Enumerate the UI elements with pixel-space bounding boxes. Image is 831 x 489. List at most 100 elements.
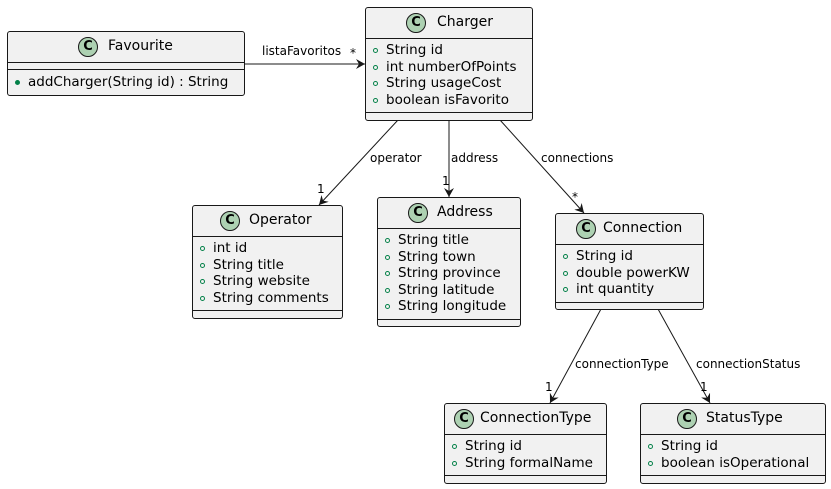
- public-field-icon: [563, 254, 568, 259]
- class-stereotype-icon: C: [408, 203, 428, 223]
- public-field-icon: [373, 97, 378, 103]
- field-row: String town: [378, 249, 520, 266]
- class-fields: String id String formalName: [445, 435, 606, 476]
- edge-charger-connection: [499, 119, 585, 214]
- field-row: boolean isFavorito: [366, 92, 532, 109]
- field-row: String id: [366, 42, 532, 59]
- public-field-icon: [385, 254, 390, 260]
- class-stereotype-icon: C: [677, 409, 697, 429]
- class-name: Charger: [437, 14, 493, 30]
- class-methods: [366, 113, 532, 123]
- class-fields: String title String town String province…: [378, 229, 520, 320]
- multiplicity-statustype: 1: [700, 380, 708, 394]
- class-connection[interactable]: C Connection String id double powerKW in…: [555, 213, 704, 310]
- field-row: String province: [378, 265, 520, 282]
- field-row: String usageCost: [366, 75, 532, 92]
- class-header: C Charger: [366, 8, 532, 39]
- class-name: Favourite: [108, 38, 173, 54]
- public-field-icon: [385, 271, 390, 276]
- class-favourite[interactable]: C Favourite addCharger(String id) : Stri…: [7, 31, 245, 96]
- class-stereotype-icon: C: [454, 409, 474, 429]
- public-field-icon: [200, 262, 205, 268]
- class-methods: [193, 311, 342, 321]
- field-row: int numberOfPoints: [366, 59, 532, 76]
- class-fields: String id boolean isOperational: [641, 435, 825, 476]
- class-charger[interactable]: C Charger String id int numberOfPoints S…: [365, 7, 533, 121]
- edge-connection-connectiontype: [549, 308, 602, 404]
- field-row: String id: [641, 438, 825, 455]
- edge-connection-statustype: [657, 308, 711, 404]
- class-methods: [641, 476, 825, 486]
- field-row: String title: [193, 257, 342, 274]
- field-row: String id: [556, 248, 703, 265]
- method-row: addCharger(String id) : String: [8, 74, 244, 91]
- multiplicity-connection: *: [572, 190, 578, 204]
- field-row: String longitude: [378, 298, 520, 315]
- class-connectiontype[interactable]: C ConnectionType String id String formal…: [444, 403, 607, 484]
- public-field-icon: [385, 287, 390, 293]
- public-field-icon: [648, 460, 653, 466]
- public-field-icon: [200, 295, 205, 301]
- class-header: C StatusType: [641, 404, 825, 435]
- class-fields: int id String title String website Strin…: [193, 237, 342, 311]
- field-row: String formalName: [445, 455, 606, 472]
- class-fields: String id int numberOfPoints String usag…: [366, 39, 532, 113]
- field-row: String comments: [193, 290, 342, 307]
- field-row: String website: [193, 273, 342, 290]
- public-field-icon: [200, 279, 205, 284]
- public-field-icon: [385, 304, 390, 309]
- field-row: boolean isOperational: [641, 455, 825, 472]
- class-operator[interactable]: C Operator int id String title String we…: [192, 205, 343, 319]
- edge-label-operator: operator: [370, 151, 422, 165]
- public-field-icon: [563, 287, 568, 292]
- class-fields: String id double powerKW int quantity: [556, 245, 703, 303]
- edge-label-connectiontype: connectionType: [575, 357, 669, 371]
- public-field-icon: [385, 238, 390, 243]
- edge-label-connections: connections: [541, 151, 614, 165]
- edge-charger-operator: [318, 119, 399, 206]
- class-name: Operator: [249, 212, 312, 228]
- edge-label-listafavoritos: listaFavoritos: [262, 44, 342, 58]
- edge-label-address: address: [451, 151, 499, 165]
- edge-label-connectionstatus: connectionStatus: [696, 357, 801, 371]
- public-field-icon: [452, 460, 457, 466]
- class-stereotype-icon: C: [576, 219, 596, 239]
- class-name: ConnectionType: [480, 410, 592, 426]
- class-methods: [378, 320, 520, 330]
- multiplicity-charger: *: [350, 46, 356, 60]
- class-methods: addCharger(String id) : String: [8, 70, 244, 96]
- class-methods: [445, 476, 606, 486]
- class-header: C Connection: [556, 214, 703, 245]
- class-header: C Operator: [193, 206, 342, 237]
- class-header: C Favourite: [8, 32, 244, 63]
- class-name: Connection: [603, 220, 683, 236]
- class-header: C Address: [378, 198, 520, 229]
- field-row: int quantity: [556, 281, 703, 298]
- public-field-icon: [452, 444, 457, 449]
- class-name: Address: [437, 204, 493, 220]
- field-row: String title: [378, 232, 520, 249]
- multiplicity-connectiontype: 1: [545, 380, 553, 394]
- public-field-icon: [200, 246, 205, 251]
- public-field-icon: [373, 48, 378, 53]
- multiplicity-address: 1: [442, 174, 450, 188]
- class-stereotype-icon: C: [78, 37, 98, 57]
- public-method-icon: [15, 80, 20, 85]
- field-row: int id: [193, 240, 342, 257]
- public-field-icon: [373, 64, 378, 70]
- public-field-icon: [648, 444, 653, 449]
- class-fields: [8, 63, 244, 70]
- field-row: String id: [445, 438, 606, 455]
- class-name: StatusType: [706, 410, 783, 426]
- public-field-icon: [373, 81, 378, 86]
- field-row: double powerKW: [556, 265, 703, 282]
- class-address[interactable]: C Address String title String town Strin…: [377, 197, 521, 327]
- public-field-icon: [563, 270, 568, 276]
- class-methods: [556, 303, 703, 313]
- multiplicity-operator: 1: [317, 182, 325, 196]
- class-statustype[interactable]: C StatusType String id boolean isOperati…: [640, 403, 826, 484]
- class-header: C ConnectionType: [445, 404, 606, 435]
- class-stereotype-icon: C: [406, 13, 426, 33]
